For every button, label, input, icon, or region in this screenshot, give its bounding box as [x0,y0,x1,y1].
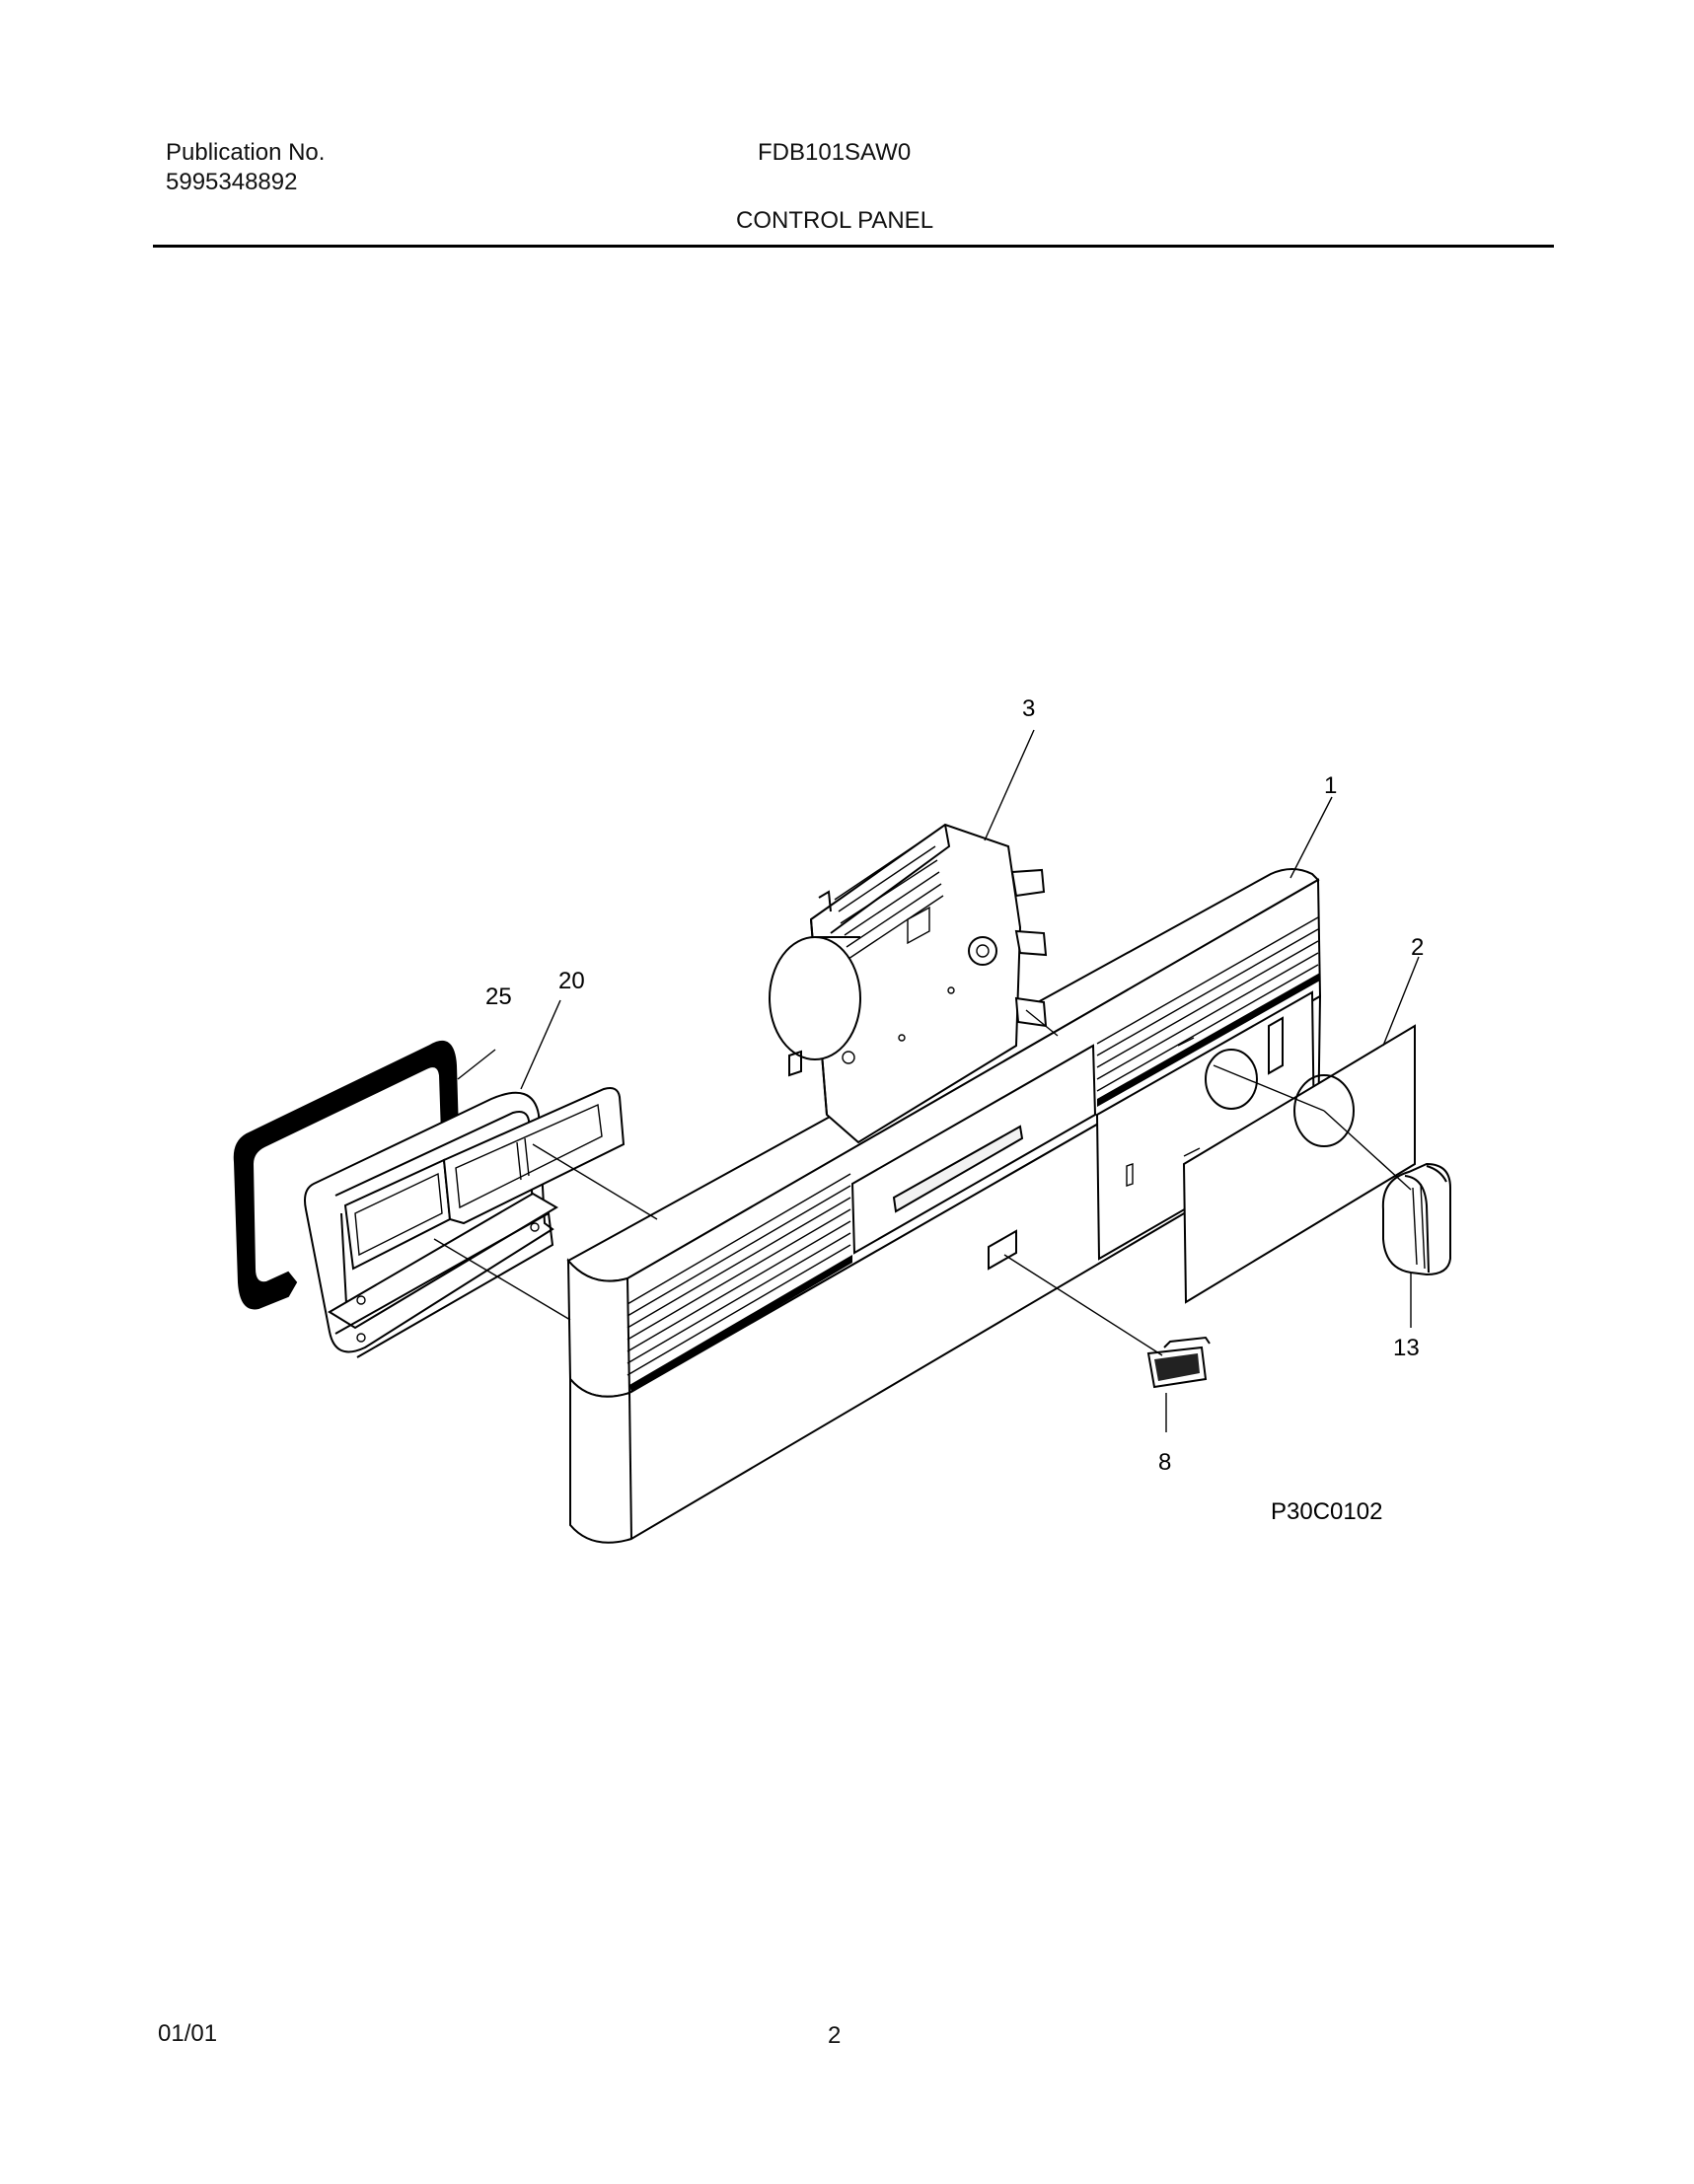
publication-label: Publication No. [166,139,326,166]
callout-1: 1 [1324,772,1337,799]
part-8-switch [1146,1336,1211,1389]
publication-number: 5995348892 [166,169,298,195]
callout-8: 8 [1158,1449,1171,1476]
part-13-knob [1381,1162,1451,1276]
part-20-frame [304,1087,626,1358]
page-number: 2 [828,2022,842,2049]
callout-25: 25 [485,983,512,1010]
model-number: FDB101SAW0 [758,139,912,166]
part-3-timer [769,823,1048,1144]
callout-13: 13 [1393,1335,1420,1361]
callout-2: 2 [1411,934,1424,961]
drawing-code: P30C0102 [1271,1498,1382,1525]
part-2-overlay [1182,1024,1416,1304]
leader-lines [457,729,1420,1432]
assembly-lines [433,1009,1412,1356]
header-rule [153,245,1554,248]
callout-20: 20 [558,968,585,994]
footer-date: 01/01 [158,2020,218,2047]
callout-3: 3 [1022,695,1035,722]
section-title: CONTROL PANEL [736,207,934,234]
